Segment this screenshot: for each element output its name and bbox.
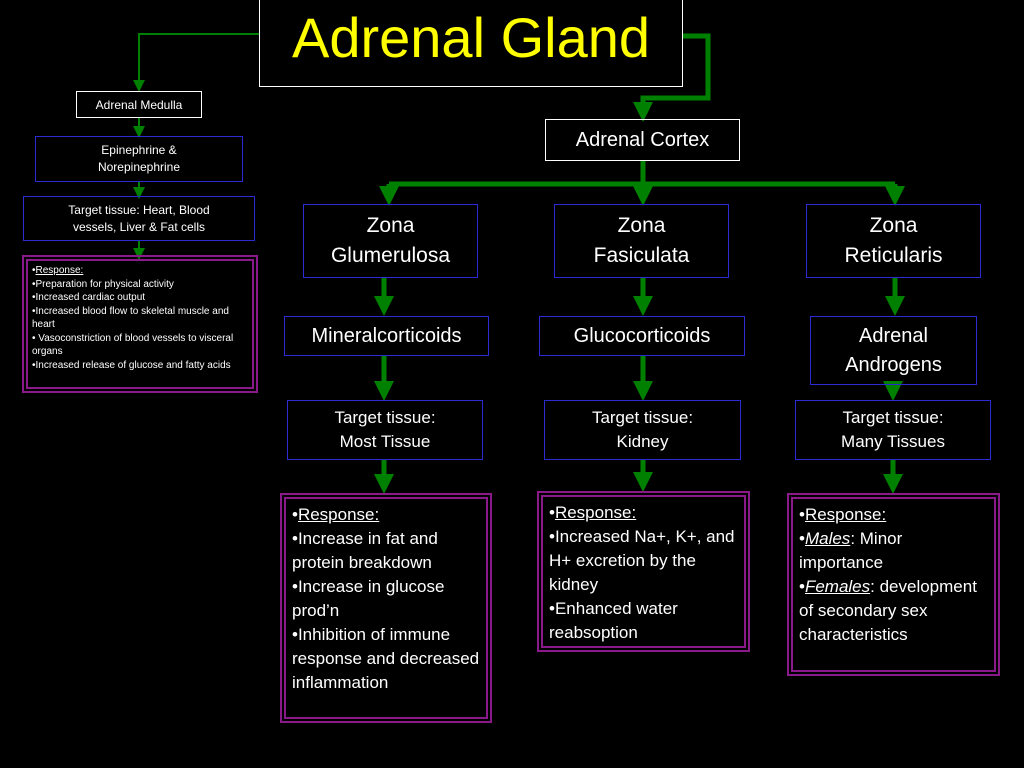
arrow-title-to-cortex: [633, 33, 711, 122]
hormone-label: Mineralcorticoids: [311, 324, 462, 347]
target-line-2: Many Tissues: [841, 432, 945, 451]
adrenal-cortex-box: Adrenal Cortex: [545, 119, 740, 161]
zone-name-line-2: Fasiculata: [593, 244, 690, 267]
zone-reticularis-box: Zona Reticularis: [806, 204, 981, 278]
medulla-response-box: •Response: •Preparation for physical act…: [22, 255, 258, 393]
target-line-1: Target tissue:: [334, 408, 436, 427]
medulla-response-item: •Increased cardiac output: [32, 292, 146, 303]
target-many-tissues-box: Target tissue: Many Tissues: [795, 400, 991, 460]
hormone-label-line-1: Adrenal: [859, 324, 928, 347]
response-item-males: •Males: Minor importance: [799, 529, 903, 572]
medulla-hormone-line-2: Norepinephrine: [97, 160, 181, 174]
medulla-response-item: •Increased release of glucose and fatty …: [32, 359, 231, 371]
response-item-females: •Females: development of secondary sex c…: [799, 577, 977, 644]
response-fasiculata-box: •Response: •Increased Na+, K+, and H+ ex…: [537, 491, 750, 652]
response-item: •Increase in glucose prod’n: [292, 577, 445, 620]
target-kidney-box: Target tissue: Kidney: [544, 400, 741, 460]
response-item: •Increase in fat and protein breakdown: [292, 529, 438, 572]
response-heading: •Response:: [292, 505, 380, 524]
medulla-response-item: • Vasoconstriction of blood vessels to v…: [32, 332, 234, 358]
hormone-label-line-2: Androgens: [845, 353, 942, 376]
medulla-response-heading: •Response:: [32, 265, 84, 276]
target-line-2: Most Tissue: [339, 432, 431, 451]
zone-name-line-2: Reticularis: [844, 244, 943, 267]
zone-name-line-1: Zona: [617, 214, 666, 237]
response-item: •Increased Na+, K+, and H+ excretion by …: [549, 527, 735, 594]
medulla-response-item: •Preparation for physical activity: [32, 278, 174, 290]
response-heading: •Response:: [549, 503, 637, 522]
medulla-hormone-line-1: Epinephrine &: [101, 143, 177, 157]
medulla-target-line-1: Target tissue: Heart, Blood: [68, 202, 210, 217]
hormone-adrenal-androgens-box: Adrenal Androgens: [810, 316, 977, 385]
adrenal-cortex-label: Adrenal Cortex: [575, 128, 710, 151]
arrow-title-to-medulla: [133, 33, 259, 92]
zone-name-line-1: Zona: [869, 214, 918, 237]
response-reticularis-box: •Response: •Males: Minor importance •Fem…: [787, 493, 1000, 676]
page-title: Adrenal Gland: [259, 0, 683, 87]
response-heading: •Response:: [799, 505, 887, 524]
zone-name-line-2: Glumerulosa: [330, 244, 451, 267]
adrenal-medulla-box: Adrenal Medulla: [76, 91, 202, 118]
target-line-1: Target tissue:: [842, 408, 944, 427]
response-item: •Inhibition of immune response and decre…: [292, 625, 480, 692]
medulla-response-item: •Increased blood flow to skeletal muscle…: [32, 305, 229, 331]
zone-name-line-1: Zona: [366, 214, 415, 237]
adrenal-medulla-label: Adrenal Medulla: [95, 97, 183, 112]
zone-glumerulosa-box: Zona Glumerulosa: [303, 204, 478, 278]
hormone-glucocorticoids-box: Glucocorticoids: [539, 316, 745, 356]
hormone-label: Glucocorticoids: [573, 324, 711, 347]
target-line-2: Kidney: [616, 432, 669, 451]
target-most-tissue-box: Target tissue: Most Tissue: [287, 400, 483, 460]
response-item: •Enhanced water reabsoption: [549, 599, 678, 642]
target-line-1: Target tissue:: [591, 408, 694, 427]
response-glumerulosa-box: •Response: •Increase in fat and protein …: [280, 493, 492, 723]
zone-fasiculata-box: Zona Fasiculata: [554, 204, 729, 278]
hormone-mineralcorticoids-box: Mineralcorticoids: [284, 316, 489, 356]
medulla-target-line-2: vessels, Liver & Fat cells: [72, 219, 206, 234]
medulla-target-box: Target tissue: Heart, Blood vessels, Liv…: [23, 196, 255, 241]
medulla-hormone-box: Epinephrine & Norepinephrine: [35, 136, 243, 182]
